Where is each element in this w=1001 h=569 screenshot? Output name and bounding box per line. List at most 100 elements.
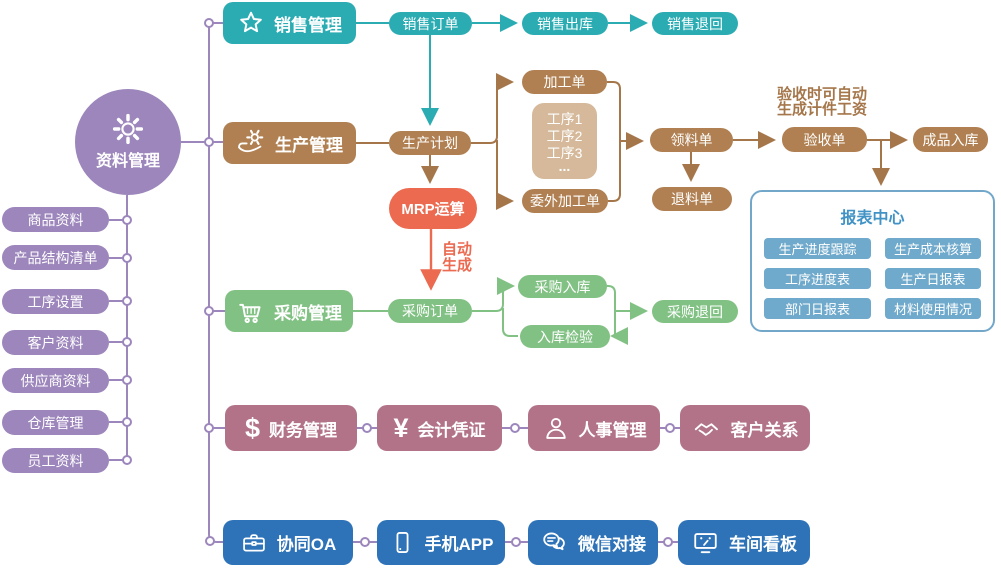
data-item: 员工资料 bbox=[2, 448, 109, 473]
data-item-label: 商品资料 bbox=[27, 211, 84, 228]
module-label: 手机APP bbox=[424, 535, 494, 554]
node-mobile-app: 手机APP bbox=[377, 520, 505, 565]
acceptance-note-line: 验收时可自动 bbox=[777, 86, 868, 103]
process-step: 工序2 bbox=[546, 128, 583, 144]
pill-label: 成品入库 bbox=[922, 131, 979, 148]
node-hr-management: 人事管理 bbox=[528, 405, 660, 451]
node-purchase-management: 采购管理 bbox=[225, 290, 353, 332]
node-purchase-inbound: 采购入库 bbox=[518, 275, 607, 298]
briefcase-icon bbox=[240, 529, 268, 557]
node-purchase-order: 采购订单 bbox=[388, 299, 472, 323]
hand-gear-icon bbox=[236, 128, 266, 158]
report-item: 生产日报表 bbox=[885, 268, 981, 289]
data-item-label: 供应商资料 bbox=[20, 372, 91, 389]
module-label: 销售管理 bbox=[274, 15, 342, 35]
dollar-icon: $ bbox=[244, 412, 261, 443]
report-item: 材料使用情况 bbox=[885, 298, 981, 319]
data-item-label: 客户资料 bbox=[27, 334, 84, 351]
node-purchase-return: 采购退回 bbox=[652, 300, 738, 323]
node-outsource-order: 委外加工单 bbox=[522, 189, 608, 213]
node-customer-relations: 客户关系 bbox=[680, 405, 810, 451]
data-item-label: 员工资料 bbox=[27, 452, 84, 469]
data-item: 仓库管理 bbox=[2, 410, 109, 435]
node-finance: $ 财务管理 bbox=[225, 405, 357, 451]
pill-label: 销售出库 bbox=[537, 15, 593, 32]
pill-label: 销售退回 bbox=[667, 15, 723, 32]
process-step: 工序3 bbox=[546, 145, 583, 161]
phone-icon bbox=[389, 529, 416, 556]
node-sales-order: 销售订单 bbox=[389, 12, 472, 35]
auto-generate-note: 自动 生成 bbox=[442, 242, 472, 274]
person-icon bbox=[542, 414, 570, 442]
module-label: 车间看板 bbox=[729, 535, 797, 554]
gear-icon bbox=[112, 113, 144, 145]
data-item-label: 工序设置 bbox=[27, 293, 84, 310]
pill-label: 领料单 bbox=[670, 132, 713, 148]
data-item-label: 仓库管理 bbox=[27, 414, 84, 431]
auto-note-line: 自动 bbox=[442, 241, 473, 258]
module-label: 会计凭证 bbox=[417, 420, 486, 440]
pill-label: MRP运算 bbox=[401, 201, 465, 218]
pill-label: 入库检验 bbox=[537, 328, 593, 345]
data-item: 商品资料 bbox=[2, 207, 109, 232]
report-item: 部门日报表 bbox=[764, 298, 871, 319]
monitor-icon bbox=[691, 528, 720, 557]
data-item: 客户资料 bbox=[2, 330, 109, 355]
data-item: 工序设置 bbox=[2, 289, 109, 314]
pill-label: 生产计划 bbox=[402, 135, 458, 151]
node-material-return: 退料单 bbox=[652, 187, 732, 211]
pill-label: 验收单 bbox=[803, 131, 846, 148]
node-mrp: MRP运算 bbox=[389, 188, 477, 229]
node-sales-management: 销售管理 bbox=[223, 2, 356, 44]
node-acceptance: 验收单 bbox=[782, 127, 867, 152]
node-accounting-voucher: ¥ 会计凭证 bbox=[377, 405, 502, 451]
report-item: 生产成本核算 bbox=[885, 238, 981, 259]
report-item: 生产进度跟踪 bbox=[764, 238, 871, 259]
node-collaborative-oa: 协同OA bbox=[223, 520, 353, 565]
module-label: 微信对接 bbox=[578, 535, 646, 554]
module-label: 采购管理 bbox=[274, 303, 342, 323]
node-inbound-inspection: 入库检验 bbox=[520, 325, 610, 348]
star-icon bbox=[237, 9, 265, 37]
node-work-order: 加工单 bbox=[522, 70, 607, 94]
pill-label: 采购退回 bbox=[667, 303, 723, 320]
data-item: 产品结构清单 bbox=[2, 245, 109, 270]
acceptance-note: 验收时可自动 生成计件工资 bbox=[777, 87, 867, 117]
pill-label: 采购入库 bbox=[534, 278, 591, 295]
data-item: 供应商资料 bbox=[2, 368, 109, 393]
auto-note-line: 生成 bbox=[442, 257, 473, 274]
report-center: 报表中心 生产进度跟踪 生产成本核算 工序进度表 生产日报表 部门日报表 材料使… bbox=[750, 190, 995, 332]
node-data-management: 资料管理 bbox=[75, 89, 181, 195]
node-sales-outbound: 销售出库 bbox=[522, 12, 608, 35]
node-label: 资料管理 bbox=[95, 153, 160, 170]
report-center-title: 报表中心 bbox=[840, 210, 905, 227]
node-finished-goods-inbound: 成品入库 bbox=[913, 127, 988, 152]
report-item: 工序进度表 bbox=[764, 268, 871, 289]
process-step: 工序1 bbox=[546, 111, 583, 127]
report-grid: 生产进度跟踪 生产成本核算 工序进度表 生产日报表 部门日报表 材料使用情况 bbox=[764, 238, 981, 319]
node-production-management: 生产管理 bbox=[223, 122, 356, 164]
node-production-plan: 生产计划 bbox=[389, 131, 471, 155]
cart-icon bbox=[236, 297, 265, 326]
pill-label: 委外加工单 bbox=[530, 193, 600, 209]
handshake-icon bbox=[692, 413, 722, 443]
data-item-label: 产品结构清单 bbox=[13, 249, 98, 266]
module-label: 财务管理 bbox=[269, 420, 338, 440]
pill-label: 销售订单 bbox=[402, 15, 459, 32]
process-steps-box: 工序1 工序2 工序3 ... bbox=[532, 103, 597, 179]
node-workshop-kanban: 车间看板 bbox=[678, 520, 810, 565]
pill-label: 加工单 bbox=[543, 74, 586, 90]
module-label: 生产管理 bbox=[275, 135, 343, 155]
pill-label: 采购订单 bbox=[402, 303, 458, 319]
node-sales-return: 销售退回 bbox=[652, 12, 738, 35]
chat-bubbles-icon bbox=[540, 528, 569, 557]
node-material-requisition: 领料单 bbox=[650, 128, 733, 152]
module-label: 人事管理 bbox=[578, 420, 647, 440]
module-label: 客户关系 bbox=[730, 420, 799, 440]
acceptance-note-line: 生成计件工资 bbox=[777, 101, 868, 118]
yen-icon: ¥ bbox=[393, 412, 409, 443]
node-wechat-integration: 微信对接 bbox=[528, 520, 658, 565]
process-step-ellipsis: ... bbox=[558, 158, 571, 174]
